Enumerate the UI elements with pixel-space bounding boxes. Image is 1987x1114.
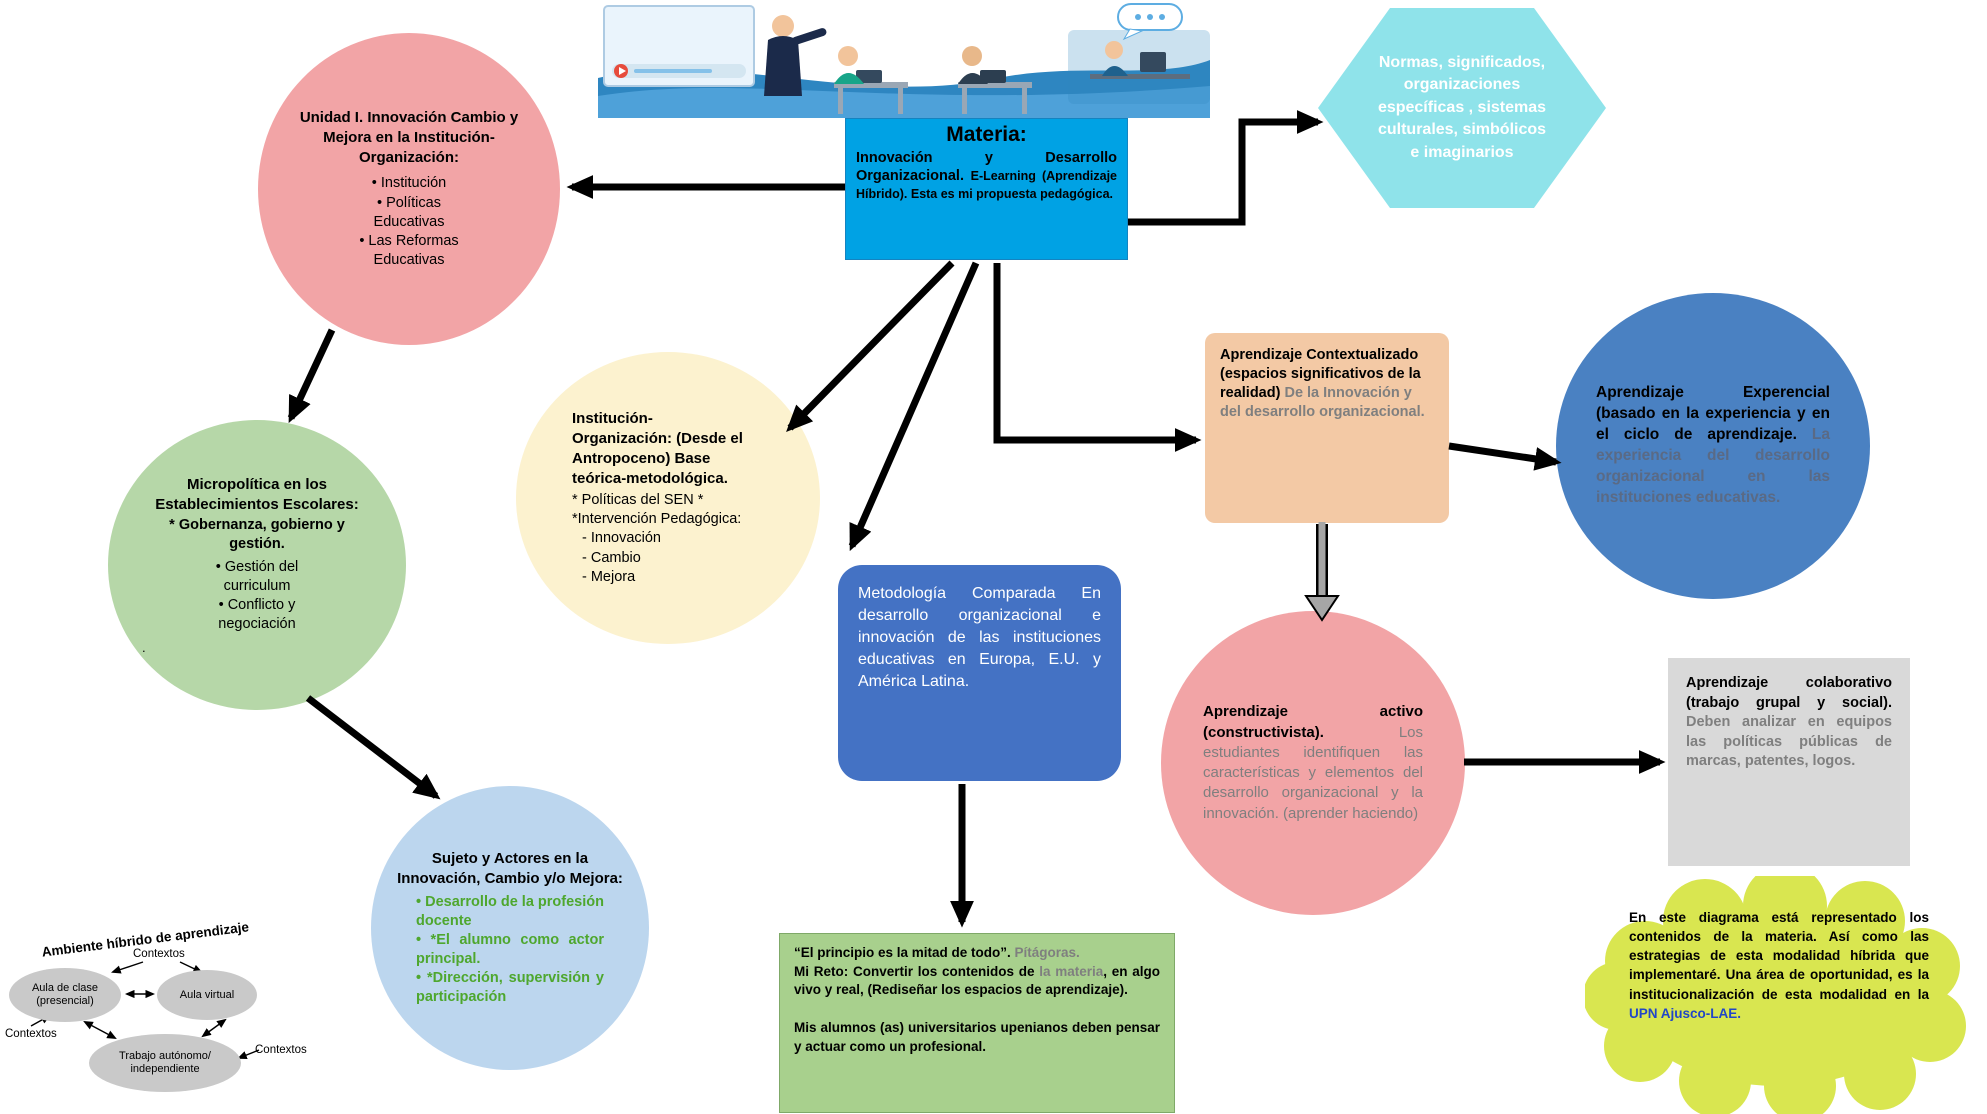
remote-learner [1068,30,1210,104]
reto-challenge-b: , en algo vivo y real, (Rediseñar los es… [794,963,1160,998]
activo-title: Aprendizaje activo (constructivista). [1203,703,1423,741]
colaborativo-box: Aprendizaje colaborativo (trabajo grupal… [1668,658,1910,866]
reto-challenge-highlight: la materia [1039,963,1104,979]
list-item: Políticas Educativas [343,194,475,232]
unidad1-list: Institución Políticas Educativas Las Ref… [343,174,475,270]
materia-subject: Innovación y Desarrollo Organizacional. [856,150,1117,185]
experencial-body: La experiencia del desarrollo organizaci… [1596,426,1830,506]
ambiente-label-contextos-left: Contextos [5,1028,57,1040]
colaborativo-body: Deben analizar en equipos las políticas … [1686,714,1892,770]
materia-body: Innovación y Desarrollo Organizacional. … [856,149,1117,203]
sujeto-circle: Sujeto y Actores en la Innovación, Cambi… [371,786,649,1070]
cloud-shape [1585,876,1966,1114]
experencial-circle: Aprendizaje Experencial (basado en la ex… [1556,293,1870,599]
micropolitica-title: Micropolítica en los Establecimientos Es… [155,476,359,513]
list-item: - Innovación [582,530,661,547]
ambiente-node-trabajo-label: Trabajo autónomo/ independiente [119,1050,211,1075]
institucion-circle: Institución-Organización: (Desde el Antr… [516,352,820,644]
materia-note: E-Learning (Aprendizaje Híbrido). Esta e… [856,169,1117,202]
link-contextos-trabajo [237,1049,260,1060]
cloud-text: En este diagrama está representado los c… [1629,908,1929,1023]
materia-title: Materia: [946,123,1027,146]
contextualizado-title: Aprendizaje Contextualizado (espacios si… [1220,347,1421,402]
list-item: Gestión del curriculum [190,558,325,596]
list-item: Desarrollo de la profesión docente [416,893,604,931]
ambiente-node-presencial-label: Aula de clase (presencial) [31,982,99,1007]
contextualizado-box: Aprendizaje Contextualizado (espacios si… [1205,333,1449,523]
student-figures [834,46,1032,114]
micropolitica-circle: Micropolítica en los Establecimientos Es… [108,420,406,710]
sujeto-title: Sujeto y Actores en la Innovación, Cambi… [397,850,623,887]
reto-quote-text: “El principio es la mitad de todo”. [794,945,1015,960]
activo-text: Aprendizaje activo (constructivista). Lo… [1203,702,1423,824]
reto-box: “El principio es la mitad de todo”. Pítá… [779,933,1175,1113]
reto-quote-author: Pítágoras. [1014,945,1080,960]
normas-text: Normas, significados, organizaciones esp… [1377,54,1547,161]
ambiente-node-trabajo: Trabajo autónomo/ independiente [89,1034,241,1092]
list-item: - Mejora [582,568,636,585]
classroom-illustration [598,3,1210,118]
experencial-text: Aprendizaje Experencial (basado en la ex… [1596,383,1830,509]
list-item: Las Reformas Educativas [343,232,475,270]
whiteboard [603,5,755,87]
institucion-body: * Políticas del SEN * *Intervención Peda… [572,491,742,527]
metodologia-text: Metodología Comparada En desarrollo orga… [858,585,1101,691]
reto-challenge: Mi Reto: Convertir los contenidos de la … [794,963,1160,1000]
ambiente-label-contextos-top: Contextos [133,948,185,960]
list-item: *El alumno como actor principal. [416,931,604,969]
materia-box: Materia: Innovación y Desarrollo Organiz… [845,118,1128,260]
normas-hexagon: Normas, significados, organizaciones esp… [1318,8,1606,208]
ambiente-node-virtual-label: Aula virtual [179,988,235,1001]
ambiente-diagram: Ambiente híbrido de aprendizaje Aula de … [5,919,350,1114]
speech-bubble-icon [1117,3,1183,41]
reto-students: Mis alumnos (as) universitarios upeniano… [794,1019,1160,1054]
cloud-text-highlight: UPN Ajusco-LAE. [1629,1005,1742,1021]
colaborativo-title: Aprendizaje colaborativo (trabajo grupal… [1686,675,1892,711]
list-item: *Dirección, supervisión y participación [416,969,604,1007]
link-contextos-presencial [111,961,144,974]
list-item: Institución [343,174,475,193]
ambiente-node-virtual: Aula virtual [157,970,257,1020]
unidad1-title: Unidad I. Innovación Cambio y Mejora en … [299,108,519,166]
arrow-materia-to-institucion [786,260,955,432]
list-item: - Cambio [582,549,641,566]
institucion-items: - Innovación - Cambio - Mejora [572,529,661,587]
arrow-unidad1-to-micropolitica [287,328,336,424]
cloud-note: En este diagrama está representado los c… [1585,876,1970,1114]
metodologia-box: Metodología Comparada En desarrollo orga… [838,565,1121,781]
micropolitica-footnote: . [142,639,146,655]
ambiente-node-presencial: Aula de clase (presencial) [9,968,121,1022]
cloud-text-main: En este diagrama está representado los c… [1629,910,1929,1002]
arrow-micropolitica-to-sujeto [305,695,441,800]
link-presencial-trabajo [83,1021,117,1039]
ambiente-label-contextos-right: Contextos [255,1044,307,1056]
activo-body: Los estudiantes identifiquen las caracte… [1203,723,1423,822]
reto-quote: “El principio es la mitad de todo”. Pítá… [794,944,1160,963]
list-item: Conflicto y negociación [190,596,325,634]
activo-circle: Aprendizaje activo (constructivista). Lo… [1161,611,1465,915]
unidad1-circle: Unidad I. Innovación Cambio y Mejora en … [258,33,560,345]
arrow-materia-to-metodologia [848,261,980,552]
experencial-title: Aprendizaje Experencial (basado en la ex… [1596,384,1830,444]
arrow-contextualizado-to-experencial [1448,442,1562,471]
arrow-materia-to-contextualizado [993,263,1202,452]
micropolitica-subtitle: * Gobernanza, gobierno y gestión. [169,517,345,553]
micropolitica-list: Gestión del curriculum Conflicto y negoc… [190,558,325,633]
institucion-title: Institución-Organización: (Desde el Antr… [572,409,743,487]
contextualizado-body: De la Innovación y del desarrollo organi… [1220,385,1425,421]
teacher-figure [764,15,827,96]
link-virtual-trabajo [201,1018,227,1038]
reto-challenge-a: Mi Reto: Convertir los contenidos de [794,963,1040,979]
arrow-contextualizado-to-activo [1304,522,1340,622]
arrow-materia-to-hexagon [1128,110,1324,226]
sujeto-list: Desarrollo de la profesión docente *El a… [416,893,604,1006]
